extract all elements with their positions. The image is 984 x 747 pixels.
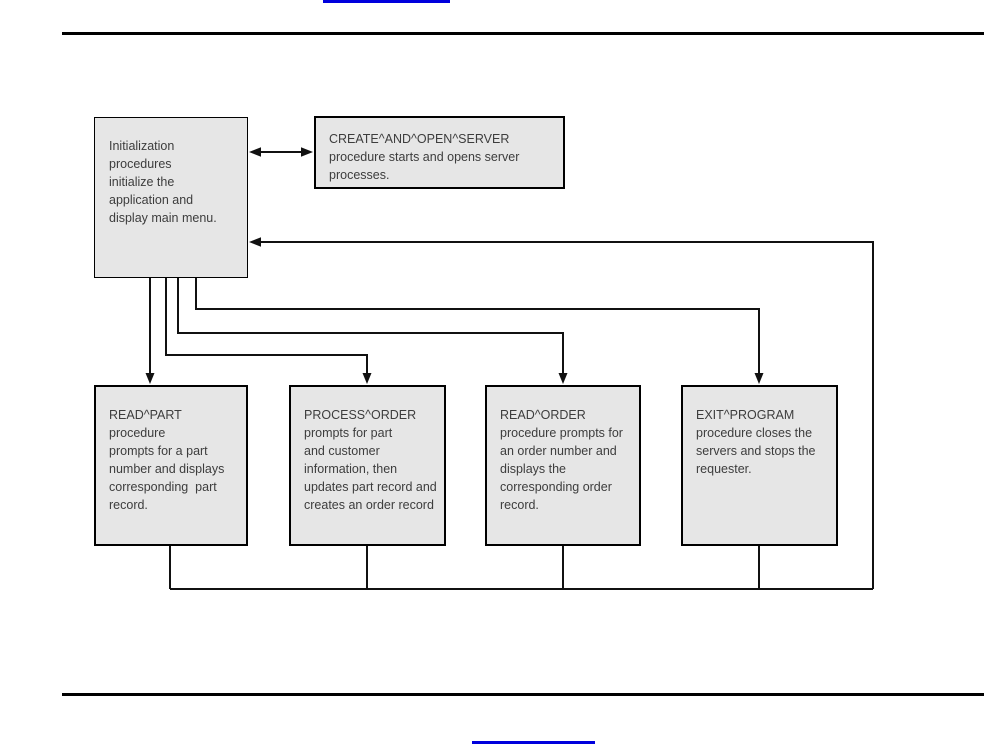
bottom-link[interactable] bbox=[472, 741, 595, 744]
box-process-order: PROCESS^ORDER prompts for part and custo… bbox=[289, 385, 446, 546]
arrowhead-left-icon bbox=[249, 147, 261, 157]
line-to-process-order bbox=[165, 278, 368, 374]
box-initialization-text: Initialization procedures initialize the… bbox=[109, 139, 217, 225]
top-rule bbox=[62, 32, 984, 35]
arrowhead-return-icon bbox=[249, 237, 261, 247]
box-read-part-text: READ^PART procedure prompts for a part n… bbox=[109, 408, 225, 512]
box-create-and-open-server-text: CREATE^AND^OPEN^SERVER procedure starts … bbox=[329, 132, 520, 182]
bottom-rule bbox=[62, 693, 984, 696]
arrowhead-read-order-icon bbox=[558, 373, 568, 384]
line-to-exit-program bbox=[195, 278, 760, 374]
arrowhead-read-part-icon bbox=[145, 373, 155, 384]
box-exit-program: EXIT^PROGRAM procedure closes the server… bbox=[681, 385, 838, 546]
arrowhead-process-order-icon bbox=[362, 373, 372, 384]
box-process-order-text: PROCESS^ORDER prompts for part and custo… bbox=[304, 408, 437, 512]
line-to-read-order bbox=[177, 278, 564, 374]
return-line bbox=[260, 241, 874, 589]
box-create-and-open-server: CREATE^AND^OPEN^SERVER procedure starts … bbox=[314, 116, 565, 189]
box-read-part: READ^PART procedure prompts for a part n… bbox=[94, 385, 248, 546]
arrowhead-right-icon bbox=[301, 147, 313, 157]
box-read-order: READ^ORDER procedure prompts for an orde… bbox=[485, 385, 641, 546]
top-link[interactable] bbox=[323, 0, 450, 3]
arrowhead-exit-program-icon bbox=[754, 373, 764, 384]
box-exit-program-text: EXIT^PROGRAM procedure closes the server… bbox=[696, 408, 816, 476]
box-read-order-text: READ^ORDER procedure prompts for an orde… bbox=[500, 408, 623, 512]
bottom-bus-line bbox=[169, 546, 873, 590]
box-initialization: Initialization procedures initialize the… bbox=[94, 117, 248, 278]
